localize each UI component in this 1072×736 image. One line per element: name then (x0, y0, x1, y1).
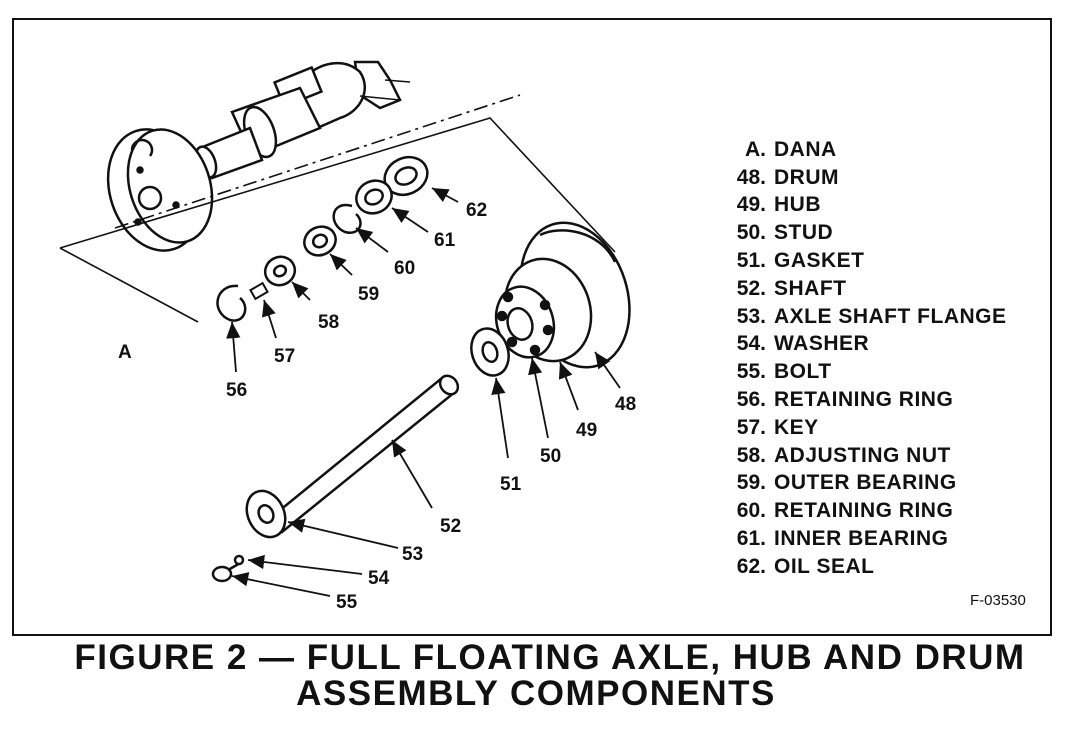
legend-number: 49. (736, 193, 766, 217)
legend-part-name: AXLE SHAFT FLANGE (774, 304, 1007, 328)
callout-60: 60 (394, 258, 415, 279)
legend-number: 53. (736, 304, 766, 328)
retaining-ring-56 (216, 284, 247, 322)
legend-row: 54. WASHER (714, 331, 1007, 359)
legend-number: 48. (736, 165, 766, 189)
assembly-centerline (59, 94, 616, 323)
legend-number: 54. (736, 332, 766, 356)
callout-49: 49 (576, 420, 597, 441)
callout-53: 53 (402, 544, 423, 565)
legend-part-name: SHAFT (774, 276, 847, 300)
legend-row: 62. OIL SEAL (714, 553, 1007, 581)
legend-part-name: STUD (774, 221, 834, 245)
legend-part-name: HUB (774, 193, 821, 217)
legend-number: 59. (736, 471, 766, 495)
axle-housing (106, 60, 411, 252)
callout-50: 50 (540, 446, 561, 467)
legend-part-name: BOLT (774, 360, 832, 384)
legend-part-name: WASHER (774, 332, 870, 356)
legend-row: A. DANA (714, 136, 1007, 164)
legend-row: 50. STUD (714, 219, 1007, 247)
callout-48: 48 (615, 394, 636, 415)
legend-row: 52. SHAFT (714, 275, 1007, 303)
axle-shaft-52 (245, 374, 460, 539)
legend-number: 51. (736, 249, 766, 273)
legend-row: 59. OUTER BEARING (714, 470, 1007, 498)
callout-57: 57 (274, 346, 295, 367)
legend-number: 56. (736, 388, 766, 412)
legend-row: 55. BOLT (714, 358, 1007, 386)
parts-legend: A.DANA 48.DRUM 49.HUB 50.STUD 51.GASKET … (714, 136, 1007, 581)
washer-54 (233, 554, 245, 566)
callout-a: A (118, 342, 132, 363)
oil-seal-62 (383, 155, 429, 197)
legend-number: 55. (736, 360, 766, 384)
callout-61: 61 (434, 230, 456, 251)
outer-bearing-59 (303, 225, 337, 257)
figure-id: F-03530 (970, 592, 1026, 609)
legend-part-name: KEY (774, 415, 819, 439)
legend-part-name: RETAINING RING (774, 499, 954, 523)
legend-number: A. (745, 137, 766, 161)
retaining-ring-60 (332, 203, 362, 234)
callout-59: 59 (358, 284, 379, 305)
legend-number: 57. (736, 415, 766, 439)
legend-part-name: ADJUSTING NUT (774, 443, 951, 467)
key-57 (249, 281, 269, 301)
figure-frame (12, 18, 1052, 636)
legend-row: 61. INNER BEARING (714, 525, 1007, 553)
legend-part-name: RETAINING RING (774, 388, 954, 412)
legend-row: 51. GASKET (714, 247, 1007, 275)
callout-55: 55 (336, 592, 358, 613)
legend-part-name: OIL SEAL (774, 554, 875, 578)
legend-part-name: DANA (774, 137, 837, 161)
inner-bearing-61 (355, 179, 393, 215)
legend-row: 49. HUB (714, 192, 1007, 220)
figure-caption-line-2: ASSEMBLY COMPONENTS (296, 674, 776, 713)
callout-51: 51 (500, 474, 522, 495)
legend-part-name: OUTER BEARING (774, 471, 957, 495)
legend-row: 60. RETAINING RING (714, 497, 1007, 525)
legend-row: 53. AXLE SHAFT FLANGE (714, 303, 1007, 331)
callout-58: 58 (318, 312, 339, 333)
callout-54: 54 (368, 568, 390, 589)
gasket-51 (470, 327, 510, 377)
legend-number: 58. (736, 443, 766, 467)
callout-52: 52 (440, 516, 461, 537)
legend-number: 60. (736, 499, 766, 523)
callout-56: 56 (226, 380, 247, 401)
legend-number: 52. (736, 276, 766, 300)
legend-number: 61. (736, 527, 766, 551)
legend-part-name: GASKET (774, 249, 865, 273)
legend-row: 57. KEY (714, 414, 1007, 442)
legend-part-name: INNER BEARING (774, 527, 949, 551)
hub-drum-assembly (494, 221, 631, 369)
legend-part-name: DRUM (774, 165, 839, 189)
adjusting-nut-58 (263, 255, 297, 287)
figure-caption-line-1: FIGURE 2 — FULL FLOATING AXLE, HUB AND D… (74, 638, 1026, 677)
legend-number: 62. (736, 554, 766, 578)
legend-row: 48. DRUM (714, 164, 1007, 192)
leader-lines (226, 187, 621, 597)
callout-62: 62 (466, 200, 487, 221)
legend-row: 56. RETAINING RING (714, 386, 1007, 414)
legend-number: 50. (736, 221, 766, 245)
legend-row: 58. ADJUSTING NUT (714, 442, 1007, 470)
